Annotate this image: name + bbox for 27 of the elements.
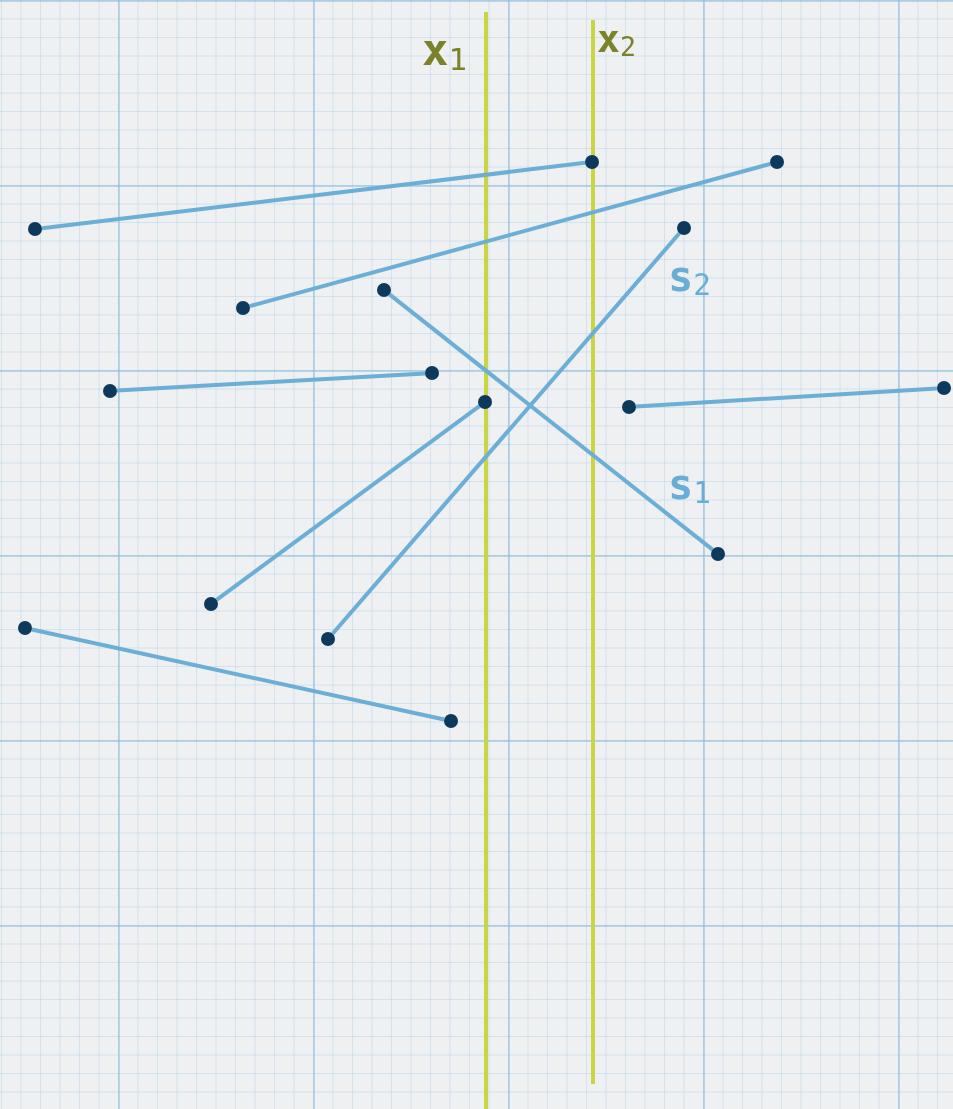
segment-label: s$_{1}$ (668, 464, 711, 509)
sweep-line-label: x$_{2}$ (597, 20, 636, 61)
line-segment (31, 627, 445, 722)
endpoint-dot (321, 632, 335, 646)
endpoint-dot (711, 547, 725, 561)
endpoint-dot (28, 222, 42, 236)
line-segment (41, 160, 586, 231)
endpoint-dot (622, 400, 636, 414)
endpoint-dot (18, 621, 32, 635)
endpoint-dot (770, 155, 784, 169)
endpoint-dot (444, 714, 458, 728)
endpoint-dot (937, 381, 951, 395)
endpoint-dot (677, 221, 691, 235)
line-segment (215, 404, 481, 602)
endpoint-dot (585, 155, 599, 169)
endpoint-dot (103, 384, 117, 398)
endpoint-dot (204, 597, 218, 611)
sweep-line-label: x$_{1}$ (422, 28, 468, 75)
line-segment (635, 386, 938, 409)
line-segment (331, 232, 681, 635)
segment-label: s$_{2}$ (668, 256, 711, 301)
endpoint-dot (425, 366, 439, 380)
line-segment (249, 161, 771, 309)
endpoint-dot (478, 395, 492, 409)
endpoint-dot (377, 283, 391, 297)
endpoint-dot (236, 301, 250, 315)
line-segment (116, 371, 426, 393)
